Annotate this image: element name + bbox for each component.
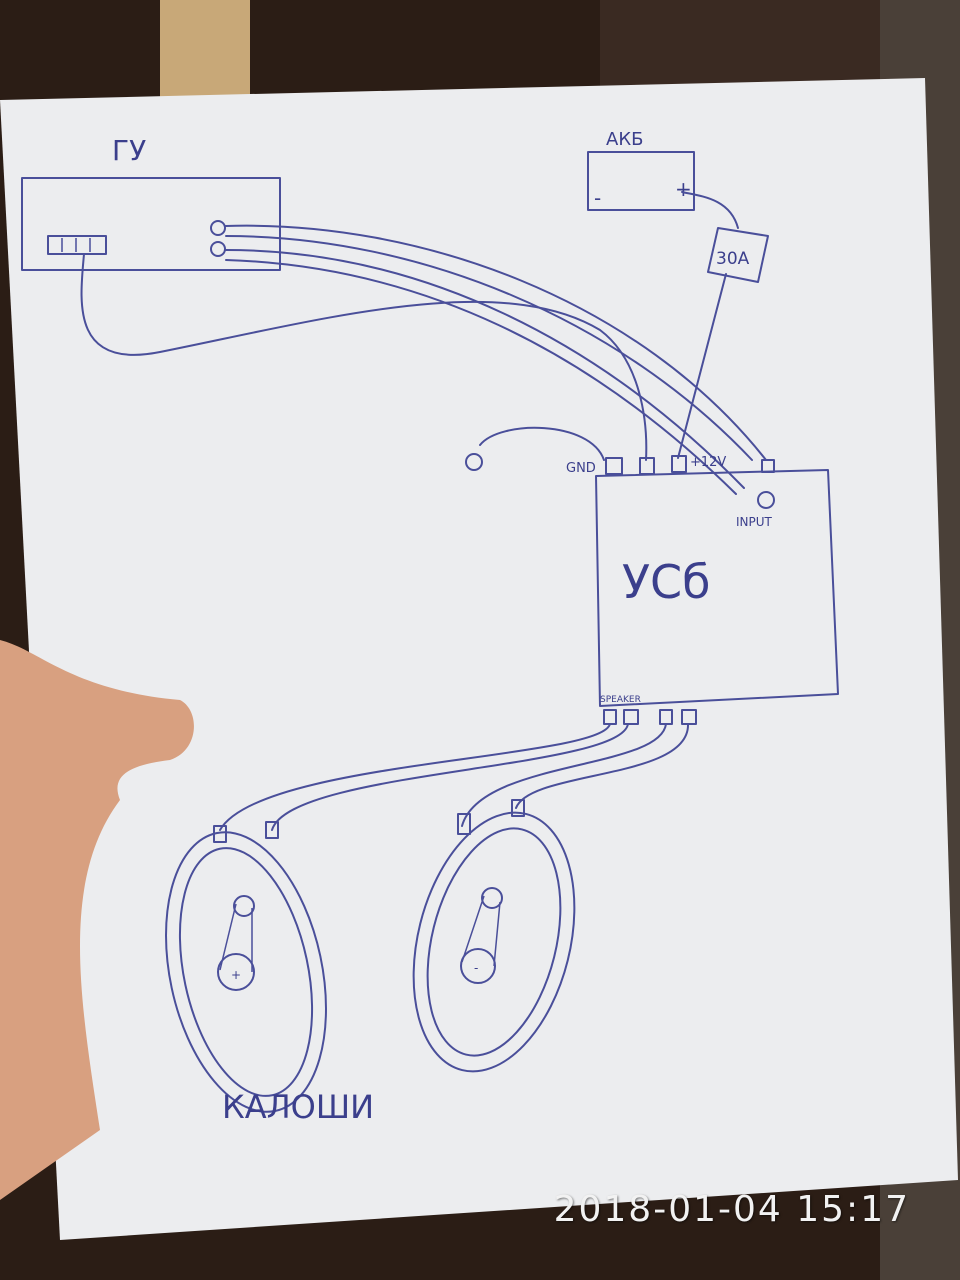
input-label: INPUT <box>736 515 773 529</box>
speaker-right-inner <box>426 827 562 1057</box>
amp-terminal-rem <box>639 457 655 475</box>
speaker-cable-left-b <box>271 723 629 831</box>
speaker-right <box>412 799 576 1073</box>
speaker-left-plus-mark: + <box>231 968 241 982</box>
speaker-left-terminal-2 <box>265 821 279 839</box>
speaker-right-outer <box>412 811 576 1073</box>
amplifier-box <box>595 469 839 707</box>
speaker-right-minus-mark: - <box>474 961 478 975</box>
spk-terminal-2 <box>623 709 639 725</box>
speaker-left <box>165 821 327 1113</box>
speaker-right-woofer <box>460 948 496 984</box>
head-unit: ГУ <box>21 134 281 271</box>
gnd-label: GND <box>566 461 596 476</box>
wires <box>80 191 767 495</box>
speaker-terminals-label: SPEAKER <box>600 695 641 705</box>
amplifier-label: УСб <box>622 555 711 609</box>
rca-cable-2b <box>225 259 737 495</box>
plus12-label: +12V <box>690 455 726 470</box>
battery-plus-terminal: + <box>675 177 692 201</box>
battery-label: АКБ <box>606 129 643 150</box>
speaker-cables <box>219 723 690 831</box>
ground-point-icon <box>465 453 483 471</box>
speaker-right-tweeter <box>481 887 503 909</box>
speaker-cable-left-a <box>219 723 611 831</box>
speakers-label: КАЛОШИ <box>222 1088 374 1126</box>
speaker-right-terminal-2 <box>511 799 525 817</box>
wire-ground <box>479 426 605 461</box>
amp-terminal-12v <box>671 455 687 473</box>
paper-sheet <box>0 78 958 1240</box>
rca-cable-1b <box>225 235 753 461</box>
amplifier: GND +12V INPUT УСб SPEAKER <box>566 455 839 725</box>
battery-minus-terminal: - <box>594 186 601 210</box>
amp-terminal-gnd <box>605 457 623 475</box>
speaker-left-tweeter <box>233 895 255 917</box>
rca-output-top <box>210 220 226 236</box>
battery: АКБ - + <box>587 129 695 211</box>
speaker-left-inner <box>178 847 314 1097</box>
door-frame <box>160 0 250 110</box>
wire-battery-fuse <box>681 191 739 229</box>
speaker-right-terminal-1 <box>457 813 471 835</box>
speaker-left-terminal-1 <box>213 825 227 843</box>
hand <box>0 640 194 1200</box>
amp-input-jack <box>757 491 775 509</box>
speaker-left-woofer <box>217 953 255 991</box>
fuse-label: 30А <box>716 249 750 269</box>
head-unit-connector <box>47 235 107 255</box>
head-unit-box <box>21 177 281 271</box>
background-furniture <box>600 0 900 90</box>
speaker-cable-right-a <box>461 723 667 827</box>
wire-remote <box>80 253 648 461</box>
rca-cable-2a <box>225 249 745 489</box>
rca-cable-1a <box>225 224 767 461</box>
timestamp: 2018-01-04 15:17 <box>553 1189 910 1230</box>
battery-box <box>587 151 695 211</box>
rca-output-bottom <box>210 241 226 257</box>
fuse: 30А <box>707 227 769 283</box>
wire-fuse-power <box>677 273 727 459</box>
speaker-cable-right-b <box>515 723 690 809</box>
speaker-left-outer <box>165 831 327 1113</box>
fuse-box <box>707 227 769 283</box>
head-unit-label: ГУ <box>112 134 146 167</box>
amp-input-top <box>761 459 775 473</box>
